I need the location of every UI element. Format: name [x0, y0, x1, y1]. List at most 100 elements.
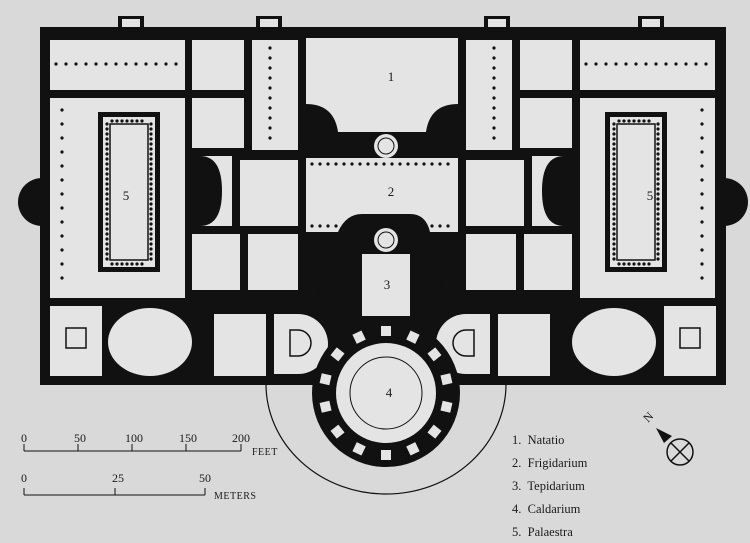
column-dot: [105, 182, 109, 186]
north-arrow-icon: N: [640, 409, 694, 466]
column-dot: [149, 177, 153, 181]
column-dot: [149, 167, 153, 171]
column-dot: [406, 224, 410, 228]
column-dot: [622, 119, 626, 123]
apse-far-right: [724, 178, 748, 226]
column-dot: [334, 224, 338, 228]
column-dot: [105, 247, 109, 251]
scale-feet-label-50: 50: [74, 431, 86, 445]
column-dot: [656, 122, 660, 126]
column-dot: [684, 62, 688, 66]
porch-4-floor: [642, 19, 660, 27]
column-dot: [656, 252, 660, 256]
column-dot: [60, 136, 64, 140]
column-dot: [414, 162, 418, 166]
column-dot: [700, 150, 704, 154]
column-dot: [644, 62, 648, 66]
room-bottom-left-a: [50, 306, 102, 376]
column-dot: [135, 119, 139, 123]
column-dot: [642, 262, 646, 266]
column-dot: [334, 162, 338, 166]
column-dot: [617, 119, 621, 123]
column-dot: [492, 86, 496, 90]
caldarium-niche: [427, 347, 442, 362]
column-dot: [326, 162, 330, 166]
column-dot: [149, 192, 153, 196]
column-dot: [358, 162, 362, 166]
column-dot: [492, 56, 496, 60]
label-frigidarium: 2: [388, 184, 395, 199]
scale-feet-label-200: 200: [232, 431, 250, 445]
column-dot: [614, 62, 618, 66]
column-dot: [700, 192, 704, 196]
column-dot: [438, 224, 442, 228]
room-bottom-left-b: [214, 314, 266, 376]
column-dot: [366, 162, 370, 166]
column-dot: [134, 62, 138, 66]
column-dot: [700, 234, 704, 238]
column-dot: [612, 152, 616, 156]
column-dot: [704, 62, 708, 66]
column-dot: [700, 164, 704, 168]
column-dot: [612, 187, 616, 191]
column-dot: [584, 62, 588, 66]
column-dot: [492, 136, 496, 140]
apse-far-left: [18, 178, 42, 226]
column-dot: [612, 192, 616, 196]
scale-feet-label-0: 0: [21, 431, 27, 445]
column-dot: [656, 177, 660, 181]
column-dot: [656, 142, 660, 146]
column-dot: [492, 76, 496, 80]
column-dot: [105, 212, 109, 216]
column-dot: [105, 227, 109, 231]
column-dot: [149, 242, 153, 246]
column-dot: [632, 119, 636, 123]
column-dot: [60, 248, 64, 252]
column-dot: [612, 247, 616, 251]
column-dot: [105, 222, 109, 226]
column-dot: [700, 108, 704, 112]
column-dot: [105, 217, 109, 221]
column-dot: [268, 86, 272, 90]
caldarium-niche: [319, 373, 332, 386]
column-dot: [105, 127, 109, 131]
column-dot: [700, 262, 704, 266]
room-lower-right-b: [466, 234, 516, 290]
north-arrow-label: N: [640, 409, 656, 425]
room-top-right-c: [466, 40, 512, 150]
column-dot: [700, 136, 704, 140]
column-dot: [149, 217, 153, 221]
column-dot: [656, 197, 660, 201]
room-bottom-left-oval: [108, 308, 192, 376]
room-mid-right-a: [520, 98, 572, 148]
column-dot: [60, 206, 64, 210]
column-dot: [174, 62, 178, 66]
column-dot: [398, 224, 402, 228]
column-dot: [612, 227, 616, 231]
caldarium-inner-ring: [349, 356, 423, 430]
column-dot: [64, 62, 68, 66]
column-dot: [612, 237, 616, 241]
column-dot: [656, 242, 660, 246]
column-dot: [104, 62, 108, 66]
column-dot: [700, 206, 704, 210]
column-dot: [115, 119, 119, 123]
room-top-left-b: [192, 40, 244, 90]
column-dot: [125, 119, 129, 123]
room-exedra-right: [532, 156, 564, 226]
column-dot: [105, 172, 109, 176]
column-dot: [149, 232, 153, 236]
room-bottom-right-b: [498, 314, 550, 376]
column-dot: [430, 224, 434, 228]
column-dot: [700, 220, 704, 224]
column-dot: [612, 232, 616, 236]
room-top-left-c: [252, 40, 298, 150]
column-dot: [374, 162, 378, 166]
column-dot: [105, 147, 109, 151]
column-dot: [140, 119, 144, 123]
column-dot: [105, 257, 109, 261]
caldarium-outer-arc: [265, 383, 507, 495]
basin-right: [532, 240, 564, 258]
column-dot: [656, 232, 660, 236]
